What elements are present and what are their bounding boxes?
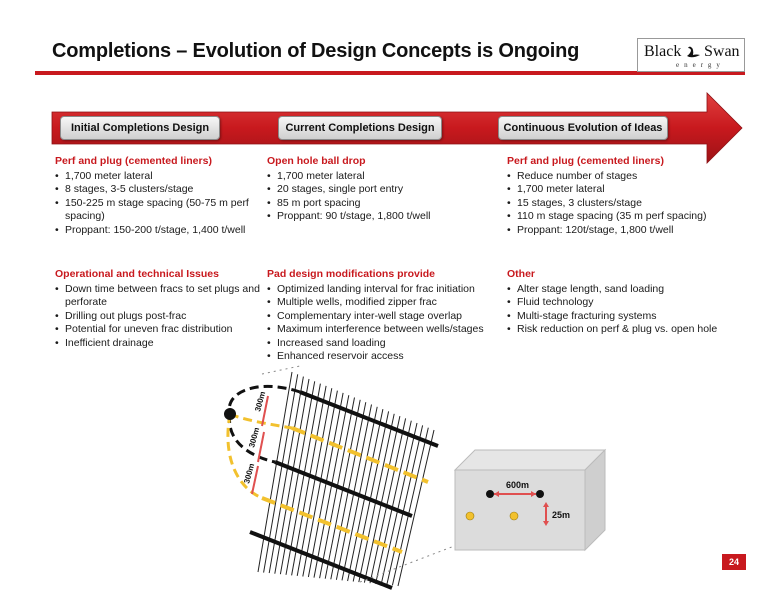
list-item: Multi-stage fracturing systems bbox=[507, 310, 732, 324]
current-design-heading: Open hole ball drop bbox=[267, 155, 366, 167]
list-item: Drilling out plugs post-frac bbox=[55, 310, 270, 324]
spacing-label-2: 300m bbox=[247, 426, 261, 448]
stage-continuous-evolution[interactable]: Continuous Evolution of Ideas bbox=[498, 116, 668, 140]
pad-design-list: Optimized landing interval for frac init… bbox=[267, 283, 502, 364]
page-title: Completions – Evolution of Design Concep… bbox=[52, 40, 580, 62]
issues-block: Operational and technical Issues Down ti… bbox=[55, 268, 270, 350]
list-item: Proppant: 90 t/stage, 1,800 t/well bbox=[267, 210, 482, 224]
list-item: Reduce number of stages bbox=[507, 170, 732, 184]
frac-stage-line bbox=[285, 383, 321, 575]
list-item: Enhanced reservoir access bbox=[267, 350, 502, 364]
list-item: 20 stages, single port entry bbox=[267, 183, 482, 197]
logo-word-left: Black bbox=[644, 43, 682, 60]
frac-stage-line bbox=[302, 390, 338, 577]
black-laterals bbox=[249, 390, 439, 590]
list-item: Inefficient drainage bbox=[55, 337, 270, 351]
list-item: Optimized landing interval for frac init… bbox=[267, 283, 502, 297]
issues-heading: Operational and technical Issues bbox=[55, 268, 219, 280]
frac-stage-line bbox=[391, 427, 429, 586]
list-item: 1,700 meter lateral bbox=[55, 170, 270, 184]
frac-lines bbox=[257, 371, 435, 587]
well-dot-yellow bbox=[509, 511, 519, 521]
other-heading: Other bbox=[507, 268, 536, 280]
swan-icon bbox=[687, 46, 700, 58]
initial-design-heading: Perf and plug (cemented liners) bbox=[55, 155, 212, 167]
evolution-design-heading: Perf and plug (cemented liners) bbox=[507, 155, 664, 167]
frac-stage-line bbox=[375, 420, 412, 584]
issues-list: Down time between fracs to set plugs and… bbox=[55, 283, 270, 351]
well-dot-black bbox=[536, 490, 544, 498]
frac-stage-line bbox=[313, 395, 350, 578]
list-item: Maximum interference between wells/stage… bbox=[267, 323, 502, 337]
list-item: Increased sand loading bbox=[267, 337, 502, 351]
frac-stage-line bbox=[358, 413, 395, 583]
frac-stage-line bbox=[347, 408, 384, 582]
pad-design-heading: Pad design modifications provide bbox=[267, 268, 436, 280]
evolution-design-block: Perf and plug (cemented liners) Reduce n… bbox=[507, 155, 732, 237]
list-item: Proppant: 120t/stage, 1,800 t/well bbox=[507, 224, 732, 238]
pad-design-block: Pad design modifications provide Optimiz… bbox=[267, 268, 502, 364]
frac-stage-line bbox=[363, 415, 401, 583]
company-logo: Black Swan energy bbox=[637, 38, 745, 72]
boundary-top bbox=[261, 365, 301, 375]
reservoir-box: 600m 25m bbox=[453, 448, 607, 552]
current-design-list: 1,700 meter lateral 20 stages, single po… bbox=[267, 170, 482, 224]
initial-design-block: Perf and plug (cemented liners) 1,700 me… bbox=[55, 155, 270, 237]
list-item: 1,700 meter lateral bbox=[507, 183, 732, 197]
box-depth-label: 25m bbox=[552, 510, 570, 520]
other-block: Other Alter stage length, sand loading F… bbox=[507, 268, 732, 337]
yellow-pad-arc-lower bbox=[226, 413, 263, 500]
page-number: 24 bbox=[722, 554, 746, 570]
list-item: 85 m port spacing bbox=[267, 197, 482, 211]
list-item: 15 stages, 3 clusters/stage bbox=[507, 197, 732, 211]
list-item: Fluid technology bbox=[507, 296, 732, 310]
list-item: 8 stages, 3-5 clusters/stage bbox=[55, 183, 270, 197]
yellow-laterals bbox=[261, 426, 429, 554]
list-item: Alter stage length, sand loading bbox=[507, 283, 732, 297]
list-item: Proppant: 150-200 t/stage, 1,400 t/well bbox=[55, 224, 270, 238]
frac-stage-line bbox=[296, 388, 333, 576]
spacing-arrows bbox=[251, 395, 269, 495]
frac-stage-line bbox=[291, 385, 327, 576]
title-rule bbox=[35, 71, 745, 75]
boundary-bottom bbox=[359, 539, 471, 583]
list-item: 110 m stage spacing (35 m perf spacing) bbox=[507, 210, 732, 224]
list-item: Complementary inter-well stage overlap bbox=[267, 310, 502, 324]
stage-current-design[interactable]: Current Completions Design bbox=[278, 116, 442, 140]
frac-stage-line bbox=[279, 381, 316, 575]
list-item: Risk reduction on perf & plug vs. open h… bbox=[507, 323, 732, 337]
list-item: Down time between fracs to set plugs and… bbox=[55, 283, 270, 310]
frac-stage-line bbox=[386, 425, 424, 586]
current-design-block: Open hole ball drop 1,700 meter lateral … bbox=[267, 155, 482, 224]
box-width-label: 600m bbox=[506, 480, 529, 490]
well-dot-yellow bbox=[465, 511, 475, 521]
frac-stage-line bbox=[397, 429, 435, 587]
list-item: Multiple wells, modified zipper frac bbox=[267, 296, 502, 310]
frac-stage-line bbox=[380, 422, 418, 585]
evolution-design-list: Reduce number of stages 1,700 meter late… bbox=[507, 170, 732, 238]
frac-stage-line bbox=[369, 418, 407, 584]
stage-initial-design[interactable]: Initial Completions Design bbox=[60, 116, 220, 140]
frac-stage-line bbox=[274, 378, 310, 574]
logo-sub: energy bbox=[676, 61, 725, 69]
frac-stage-line bbox=[307, 392, 344, 578]
frac-stage-line bbox=[352, 411, 390, 582]
list-item: Potential for uneven frac distribution bbox=[55, 323, 270, 337]
list-item: 1,700 meter lateral bbox=[267, 170, 482, 184]
well-dot-black bbox=[486, 490, 494, 498]
logo-word-right: Swan bbox=[704, 43, 740, 60]
other-list: Alter stage length, sand loading Fluid t… bbox=[507, 283, 732, 337]
well-pad-dot bbox=[224, 408, 236, 420]
initial-design-list: 1,700 meter lateral 8 stages, 3-5 cluste… bbox=[55, 170, 270, 238]
list-item: 150-225 m stage spacing (50-75 m perf sp… bbox=[55, 197, 270, 224]
